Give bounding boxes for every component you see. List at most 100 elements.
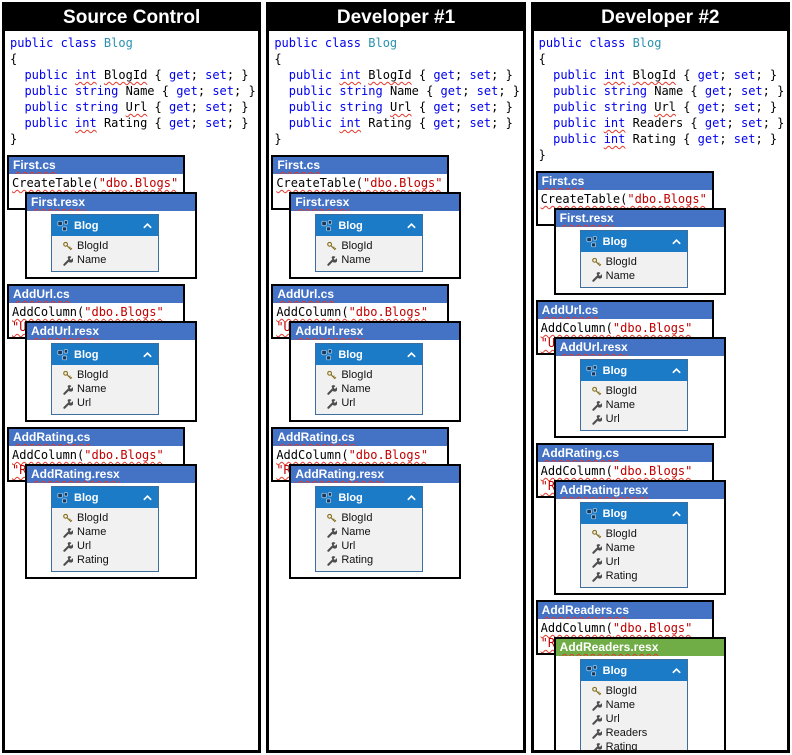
entity-field-row: BlogId — [62, 368, 156, 382]
migration-group: First.cs CreateTable("dbo.Blogs" First.r… — [271, 155, 520, 279]
migration-group: AddUrl.cs AddColumn("dbo.Blogs""U AddUrl… — [7, 284, 256, 422]
entity-header: Blog — [52, 215, 158, 236]
blog-class-code: public class Blog{ public int BlogId { g… — [269, 31, 522, 152]
code-line: public class Blog — [274, 35, 518, 51]
resx-file-window: AddRating.resx Blog BlogId Name Url Rati… — [553, 480, 726, 595]
code-token: get — [169, 100, 191, 114]
entity-field-row: Name — [326, 382, 420, 396]
cs-file-name: AddUrl.cs — [277, 287, 335, 301]
entity-field-name: BlogId — [605, 528, 637, 540]
migration-group: AddRating.cs AddColumn("dbo.Blogs""R Add… — [7, 427, 256, 579]
migration-list: First.cs CreateTable("dbo.Blogs" First.r… — [534, 168, 787, 750]
cs-file-name: AddReaders.cs — [541, 603, 630, 617]
entity-icon — [586, 365, 598, 377]
resx-window-body: Blog BlogId Name — [27, 211, 195, 277]
code-token: BlogId — [632, 68, 676, 82]
entity-field-row: BlogId — [326, 511, 420, 525]
code-token: ; } — [491, 100, 513, 114]
code-token: get — [704, 116, 727, 130]
resx-window-titlebar: AddRating.resx — [291, 466, 460, 483]
entity-field-name: Url — [605, 713, 620, 725]
entity-field-row: BlogId — [591, 384, 685, 398]
key-icon — [62, 370, 73, 381]
code-token: get — [169, 68, 191, 82]
code-token: set — [733, 132, 756, 146]
resx-window-body: Blog BlogId Name Url Readers Rating — [556, 656, 724, 750]
code-token: ; — [454, 116, 470, 130]
panel-developer-1: Developer #1 public class Blog{ public i… — [266, 2, 526, 753]
code-token: string — [75, 84, 119, 98]
resx-file-window: AddRating.resx Blog BlogId Name Url Rati… — [25, 464, 197, 579]
string-argument: "dbo.Blogs" — [363, 176, 443, 190]
code-token: { — [147, 100, 169, 114]
code-token: int — [603, 132, 626, 146]
wrench-icon — [591, 571, 602, 582]
code-token: Name { — [118, 84, 177, 98]
code-token: string — [339, 100, 383, 114]
entity-header: Blog — [580, 503, 687, 524]
entity-field-name: BlogId — [341, 240, 373, 252]
resx-window-titlebar: AddRating.resx — [555, 482, 724, 499]
cs-code: AddColumn("dbo.Blogs""U — [273, 303, 447, 335]
string-argument: "dbo.Blogs" — [84, 448, 164, 462]
entity-field-row: Name — [591, 698, 685, 712]
entity-field-name: Url — [77, 540, 92, 552]
cs-file-name: First.cs — [277, 158, 321, 172]
cs-code: AddColumn("dbo.Blogs""R — [9, 446, 183, 478]
chevron-up-icon — [671, 667, 682, 675]
code-line: public int Rating { get; set; } — [539, 131, 783, 147]
code-token — [118, 100, 125, 114]
code-token: get — [704, 84, 727, 98]
code-token: Url — [125, 100, 148, 114]
resx-file-name: First.resx — [295, 195, 350, 209]
entity-field-row: Url — [62, 396, 156, 410]
code-token: ; } — [491, 116, 513, 130]
panel-title: Developer #2 — [533, 5, 787, 31]
resx-file-name: AddUrl.resx — [31, 324, 100, 338]
resx-file-name: AddRating.resx — [559, 483, 649, 497]
cs-window-titlebar: AddRating.cs — [537, 445, 712, 462]
resx-window-titlebar: AddReaders.resx — [555, 639, 724, 656]
cs-window-titlebar: First.cs — [537, 173, 712, 190]
entity-field-name: Url — [605, 556, 620, 568]
cs-code: AddColumn("dbo.Blogs""R — [273, 446, 447, 478]
resx-window-body: Blog BlogId Name Url Rating — [27, 483, 195, 577]
code-token: get — [168, 116, 191, 130]
code-token — [383, 100, 390, 114]
code-token: Rating { — [96, 116, 169, 130]
cs-window-titlebar: AddRating.cs — [9, 429, 183, 446]
code-token: get — [697, 68, 720, 82]
entity-field-name: Name — [605, 270, 635, 282]
method-call: AddColumn( — [540, 321, 613, 335]
code-token: Readers { — [625, 116, 705, 130]
code-token: public — [10, 84, 76, 98]
wrench-icon — [62, 255, 73, 266]
code-token: get — [440, 84, 463, 98]
resx-file-window: AddRating.resx Blog BlogId Name Url Rati… — [289, 464, 462, 579]
entity-box: Blog BlogId Name Url — [579, 359, 688, 431]
resx-window-titlebar: AddUrl.resx — [291, 323, 460, 340]
cs-window-titlebar: First.cs — [273, 157, 448, 174]
entity-field-name: Name — [77, 526, 107, 538]
entity-field-row: Url — [591, 555, 685, 569]
entity-box: Blog BlogId Name — [315, 214, 424, 272]
code-token: public — [274, 68, 340, 82]
wrench-icon — [62, 398, 73, 409]
code-line: public string Url { get; set; } — [274, 99, 518, 115]
code-token: public — [10, 100, 76, 114]
entity-field-row: BlogId — [591, 255, 685, 269]
resx-file-name: First.resx — [559, 211, 614, 225]
code-token: set — [205, 100, 227, 114]
code-token: set — [741, 116, 763, 130]
code-line: public string Url { get; set; } — [10, 99, 254, 115]
code-token: { — [10, 52, 18, 66]
cs-window-titlebar: AddRating.cs — [273, 429, 448, 446]
wrench-icon — [591, 557, 602, 568]
entity-field-row: BlogId — [591, 684, 685, 698]
entity-field-row: Name — [62, 525, 156, 539]
code-token: public — [10, 68, 76, 82]
entity-icon — [321, 349, 333, 361]
resx-file-window: First.resx Blog BlogId Name — [553, 208, 726, 295]
entity-field-list: BlogId Name Url Rating — [52, 508, 158, 571]
code-token: ; — [197, 84, 213, 98]
